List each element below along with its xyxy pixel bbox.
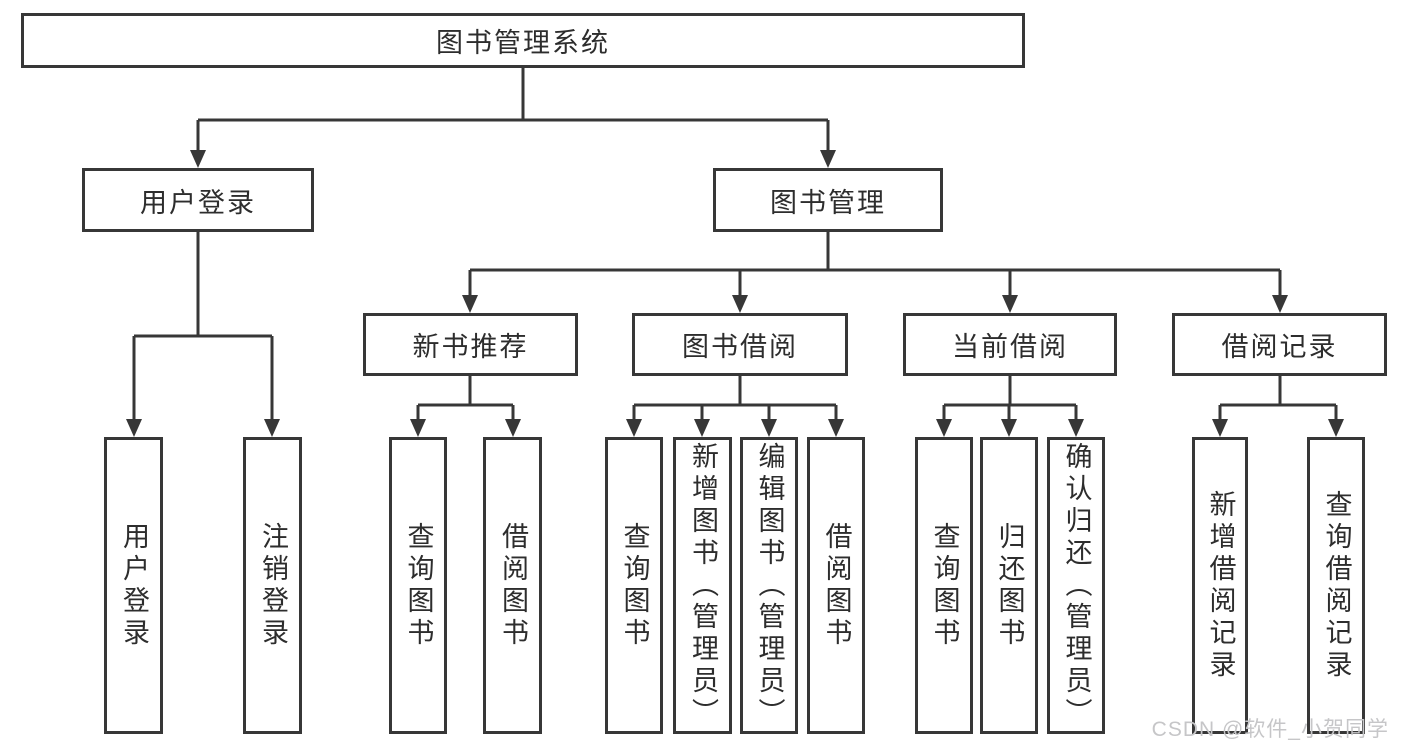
leaf-return-book: 归还图书: [980, 437, 1038, 734]
leaf-label: 借阅图书: [498, 521, 528, 650]
leaf-label: 用户登录: [119, 521, 149, 650]
node-book-management: 图书管理: [713, 168, 943, 232]
leaf-confirm-return-admin: 确认归还（管理员）: [1047, 437, 1105, 734]
node-book-borrowing: 图书借阅: [632, 313, 848, 376]
leaf-user-login: 用户登录: [104, 437, 163, 734]
node-borrowing-records: 借阅记录: [1172, 313, 1387, 376]
node-library-management-system: 图书管理系统: [21, 13, 1025, 68]
node-user-login: 用户登录: [82, 168, 314, 232]
leaf-label: 确认归还（管理员）: [1061, 441, 1092, 730]
leaf-query-books-recommend: 查询图书: [389, 437, 447, 734]
leaf-label: 查询借阅记录: [1321, 489, 1352, 682]
csdn-watermark: CSDN @软件_小贺同学: [1151, 718, 1389, 741]
leaf-label: 注销登录: [258, 521, 288, 650]
leaf-query-borrow-record: 查询借阅记录: [1307, 437, 1365, 734]
leaf-query-books-current: 查询图书: [915, 437, 973, 734]
leaf-label: 借阅图书: [821, 521, 852, 650]
leaf-label: 查询图书: [619, 521, 650, 650]
node-label: 图书管理系统: [436, 28, 610, 58]
leaf-label: 查询图书: [403, 521, 434, 650]
leaf-label: 查询图书: [929, 521, 960, 650]
leaf-borrow-books-recommend: 借阅图书: [483, 437, 542, 734]
node-new-book-recommendation: 新书推荐: [363, 313, 578, 376]
node-label: 图书管理: [770, 187, 886, 218]
leaf-label: 新增借阅记录: [1205, 489, 1236, 682]
leaf-add-book-admin: 新增图书（管理员）: [673, 437, 732, 734]
node-label: 借阅记录: [1221, 332, 1338, 362]
node-label: 图书借阅: [682, 332, 798, 362]
leaf-borrow-books: 借阅图书: [807, 437, 865, 734]
leaf-add-borrow-record: 新增借阅记录: [1192, 437, 1248, 734]
leaf-label: 归还图书: [994, 521, 1025, 650]
leaf-logout: 注销登录: [243, 437, 302, 734]
node-label: 新书推荐: [412, 332, 529, 362]
leaf-edit-book-admin: 编辑图书（管理员）: [740, 437, 798, 734]
leaf-label: 编辑图书（管理员）: [754, 441, 785, 730]
node-label: 用户登录: [140, 187, 256, 218]
node-current-borrowing: 当前借阅: [903, 313, 1117, 376]
leaf-query-books-borrowing: 查询图书: [605, 437, 663, 734]
leaf-label: 新增图书（管理员）: [688, 441, 718, 730]
node-label: 当前借阅: [952, 332, 1068, 362]
